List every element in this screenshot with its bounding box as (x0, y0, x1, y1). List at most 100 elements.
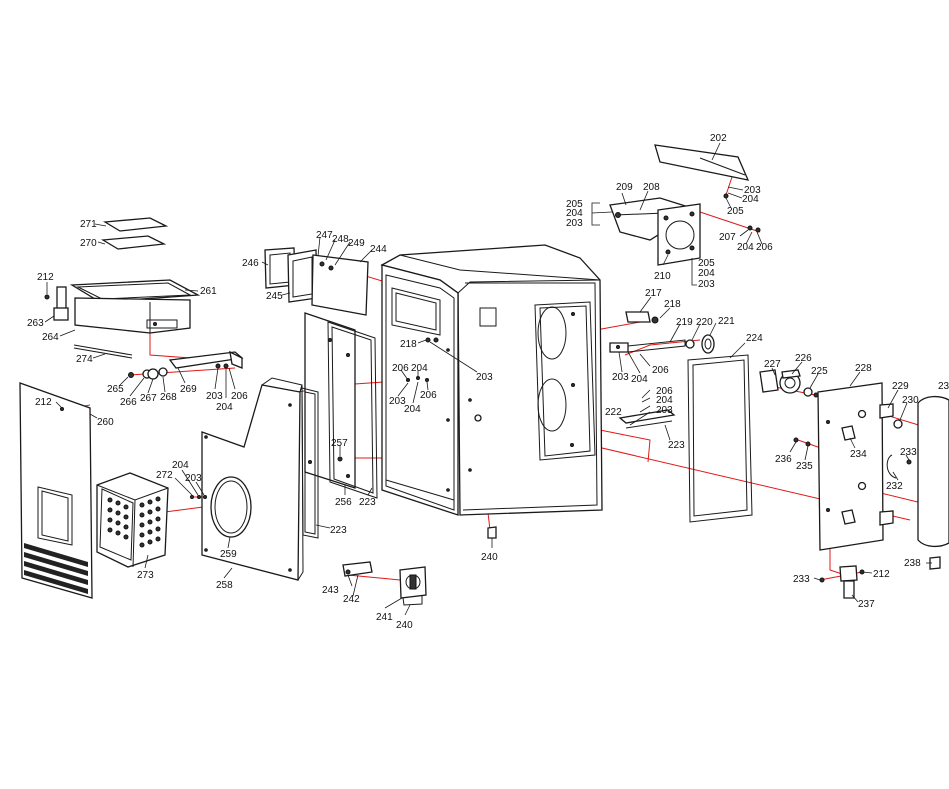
label-228: 228 (855, 363, 872, 374)
label-223: 223 (330, 525, 347, 536)
label-264: 264 (42, 332, 59, 343)
label-273: 273 (137, 570, 154, 581)
part-258-front-panel (201, 377, 304, 581)
leader-lines (44, 142, 932, 616)
label-238: 238 (904, 558, 921, 569)
label-203: 203 (566, 218, 583, 229)
label-202: 202 (710, 133, 727, 144)
label-233: 233 (793, 574, 810, 585)
label-203: 203 (656, 405, 673, 416)
part-243-bracket (342, 561, 373, 577)
label-229: 229 (892, 381, 909, 392)
part-273-element-block (96, 472, 169, 568)
label-230: 230 (902, 395, 919, 406)
part-238-drain (929, 556, 941, 570)
parts-265-268-fittings (128, 367, 168, 380)
label-248: 248 (332, 234, 349, 245)
label-267: 267 (140, 393, 157, 404)
screws-236-235 (793, 437, 811, 447)
part-224-door-gasket (687, 354, 753, 523)
label-258: 258 (216, 580, 233, 591)
part-227-thermostat (759, 369, 779, 393)
label-260: 260 (97, 417, 114, 428)
part-228-panel (817, 382, 884, 551)
part-263-fitting (44, 286, 69, 321)
label-205: 205 (727, 206, 744, 217)
part-234-fitting (841, 425, 856, 525)
label-224: 224 (746, 333, 763, 344)
label-212: 212 (37, 272, 54, 283)
label-218: 218 (400, 339, 417, 350)
label-270: 270 (80, 238, 97, 249)
main-cabinet (380, 244, 603, 516)
label-203: 203 (612, 372, 629, 383)
label-206: 206 (656, 386, 673, 397)
label-274: 274 (76, 354, 93, 365)
part-230-washer (893, 419, 903, 429)
label-231: 23 (938, 381, 949, 392)
part-202-top-bracket (654, 144, 750, 181)
label-205: 205 (698, 258, 715, 269)
label-240: 240 (396, 620, 413, 631)
part-220-221-knob (685, 334, 715, 354)
label-204: 204 (742, 194, 759, 205)
label-207: 207 (719, 232, 736, 243)
label-204: 204 (656, 395, 673, 406)
screws-203-204-205 (723, 193, 761, 233)
label-204: 204 (566, 208, 583, 219)
label-259: 259 (220, 549, 237, 560)
label-223: 223 (668, 440, 685, 451)
label-204: 204 (172, 460, 189, 471)
label-265: 265 (107, 384, 124, 395)
part-226-pump (779, 369, 801, 394)
part-270-pad (100, 235, 167, 250)
label-203: 203 (185, 473, 202, 484)
part-274-rod (73, 344, 133, 359)
label-249: 249 (348, 238, 365, 249)
label-272: 272 (156, 470, 173, 481)
label-203: 203 (476, 372, 493, 383)
part-241-switch (399, 566, 427, 606)
label-206: 206 (652, 365, 669, 376)
label-204: 204 (631, 374, 648, 385)
label-218: 218 (664, 299, 681, 310)
label-203: 203 (389, 396, 406, 407)
label-203: 203 (744, 185, 761, 196)
screws-272-204-203 (190, 495, 207, 499)
part-225-fitting (803, 387, 819, 398)
label-247: 247 (316, 230, 333, 241)
label-204: 204 (216, 402, 233, 413)
part-257-pin (337, 456, 343, 462)
label-235: 235 (796, 461, 813, 472)
label-204: 204 (737, 242, 754, 253)
part-269-bracket (168, 350, 244, 369)
label-232: 232 (886, 481, 903, 492)
label-225: 225 (811, 366, 828, 377)
label-204: 204 (411, 363, 428, 374)
part-217-connector (625, 311, 659, 324)
label-220: 220 (696, 317, 713, 328)
label-217: 217 (645, 288, 662, 299)
label-212: 212 (35, 397, 52, 408)
part-222-plate (618, 409, 676, 429)
label-261: 261 (200, 286, 217, 297)
label-221: 221 (718, 316, 735, 327)
label-222: 222 (605, 407, 622, 418)
label-233: 233 (900, 447, 917, 458)
part-labels: 202 203 204 205 209 208 205 204 203 207 … (27, 133, 949, 631)
label-266: 266 (120, 397, 137, 408)
label-206: 206 (392, 363, 409, 374)
label-236: 236 (775, 454, 792, 465)
vent-slots (24, 543, 88, 594)
label-206: 206 (756, 242, 773, 253)
label-269: 269 (180, 384, 197, 395)
label-205: 205 (566, 199, 583, 210)
part-223-gasket-tall (327, 321, 378, 499)
label-204: 204 (404, 404, 421, 415)
label-203: 203 (206, 391, 223, 402)
part-260-side-panel (19, 382, 93, 599)
label-244: 244 (370, 244, 387, 255)
label-234: 234 (850, 449, 867, 460)
label-257: 257 (331, 438, 348, 449)
